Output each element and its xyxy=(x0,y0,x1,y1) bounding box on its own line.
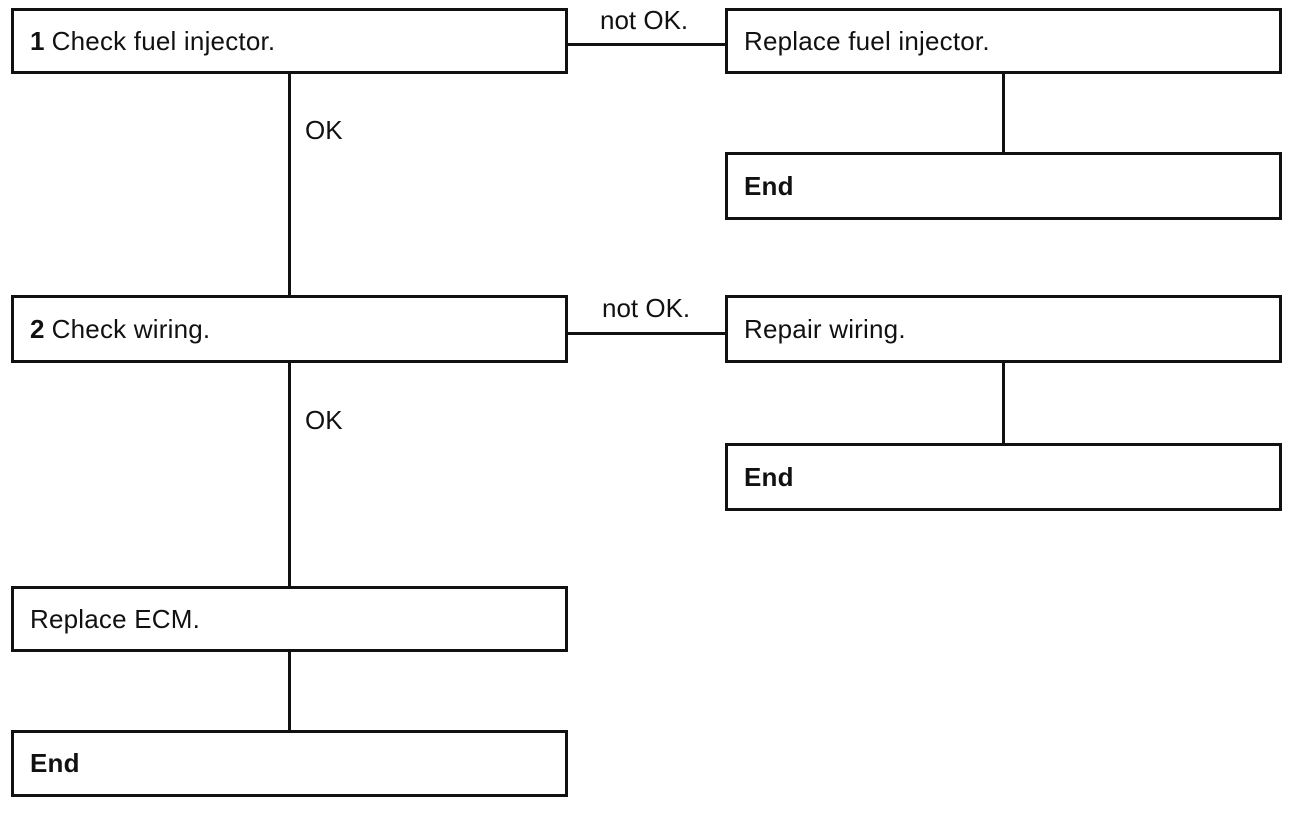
connector-final-action-to-end xyxy=(288,649,291,732)
step1-number: 1 xyxy=(30,25,45,56)
connector-step2-to-branch2 xyxy=(565,332,727,335)
branch1-end-box: End xyxy=(725,152,1282,220)
step2-box: 2 Check wiring. xyxy=(11,295,568,363)
connector-branch2-action-to-end xyxy=(1002,361,1005,445)
connector-step1-to-branch1 xyxy=(565,43,727,46)
branch2-action-text: Repair wiring. xyxy=(744,313,906,344)
final-end-box: End xyxy=(11,730,568,797)
final-action-text: Replace ECM. xyxy=(30,603,201,634)
branch2-end-box: End xyxy=(725,443,1282,511)
step2-text: Check wiring. xyxy=(51,313,211,344)
step1-box: 1 Check fuel injector. xyxy=(11,8,568,74)
branch1-action-box: Replace fuel injector. xyxy=(725,8,1282,74)
step2-ok-label: OK xyxy=(305,405,343,435)
step1-text: Check fuel injector. xyxy=(51,25,276,56)
branch2-action-box: Repair wiring. xyxy=(725,295,1282,363)
branch1-not-ok-label: not OK. xyxy=(600,5,689,35)
branch1-action-text: Replace fuel injector. xyxy=(744,25,990,56)
branch2-end-text: End xyxy=(744,461,794,492)
branch1-end-text: End xyxy=(744,170,794,201)
branch2-not-ok-label: not OK. xyxy=(602,293,691,323)
step1-ok-label: OK xyxy=(305,115,343,145)
final-action-box: Replace ECM. xyxy=(11,586,568,652)
connector-branch1-action-to-end xyxy=(1002,71,1005,154)
step2-number: 2 xyxy=(30,313,45,344)
connector-step1-to-step2 xyxy=(288,71,291,297)
connector-step2-to-final xyxy=(288,360,291,588)
final-end-text: End xyxy=(30,748,80,778)
